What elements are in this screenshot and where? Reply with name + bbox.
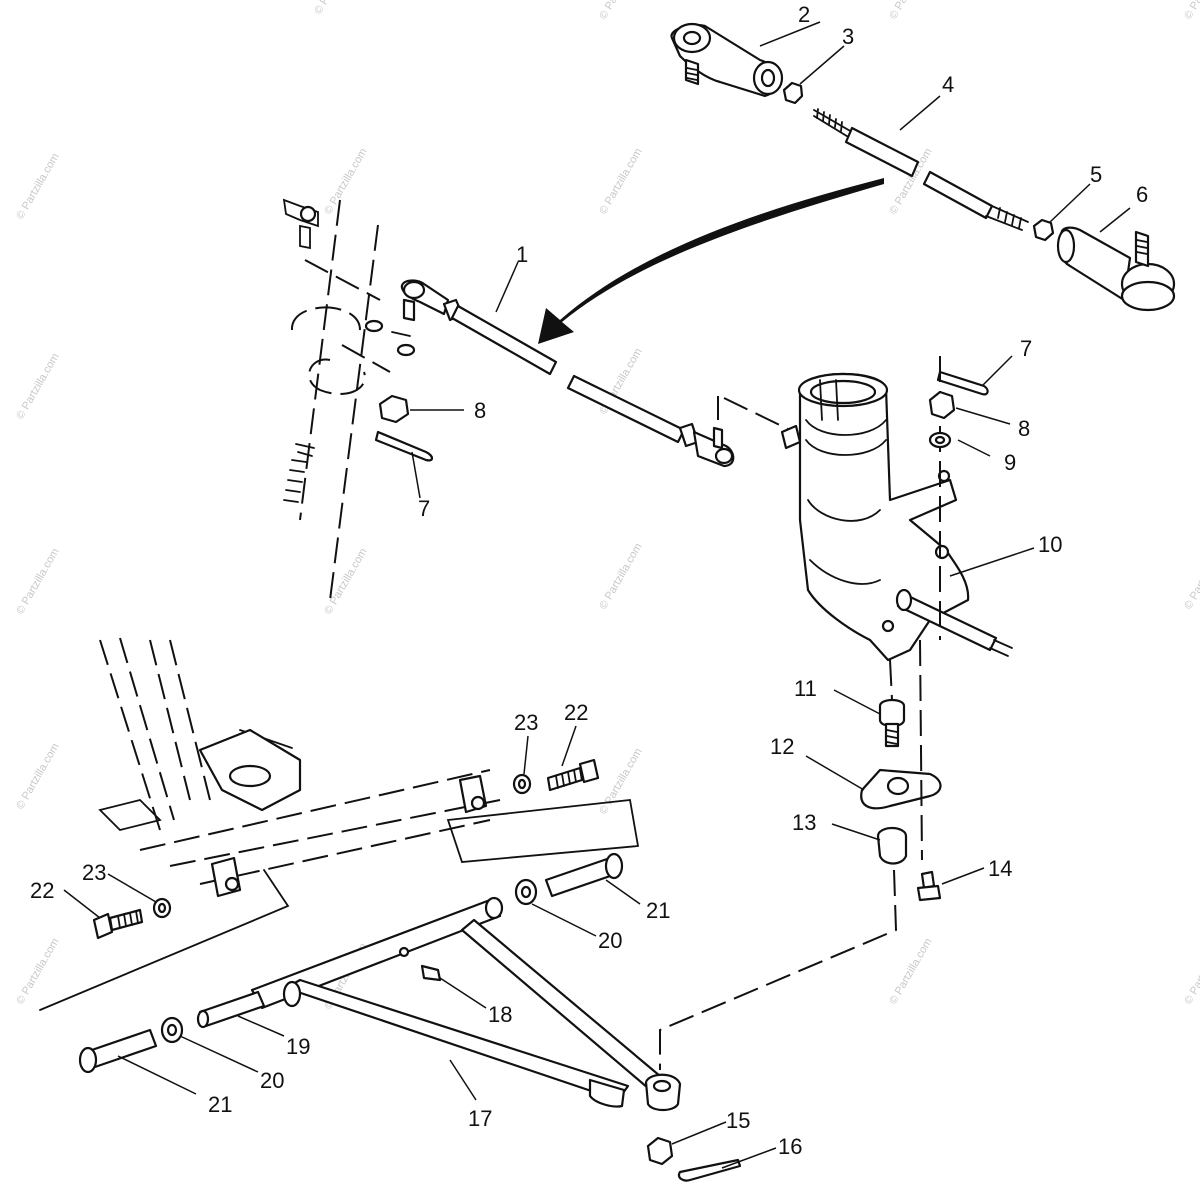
jam-nut-3 (782, 81, 804, 105)
spindle-10 (780, 372, 1013, 662)
callout-4: 4 (942, 72, 954, 97)
callout-21: 21 (208, 1092, 232, 1117)
tie-rod-assembly (538, 22, 1176, 344)
jam-nut-5 (1032, 218, 1055, 242)
washer-23-left (152, 897, 172, 919)
bolt-14 (916, 870, 942, 902)
castle-nut-15 (646, 1136, 674, 1166)
watermark-text: © Partzilla.com (1182, 0, 1200, 22)
cotter-pin-16 (677, 1158, 742, 1182)
washer-9-hole (934, 435, 946, 445)
guide-line (659, 869, 898, 1070)
callout-13: 13 (792, 810, 816, 835)
callout-23: 23 (514, 710, 538, 735)
watermark-text: © Partzilla.com (597, 541, 644, 611)
callout-23: 23 (82, 860, 106, 885)
rod-end-right (1056, 226, 1176, 312)
watermark-text: © Partzilla.com (597, 746, 644, 816)
callout-8: 8 (1018, 416, 1030, 441)
callout-1: 1 (516, 242, 528, 267)
watermark-text: © Partzilla.com (1182, 936, 1200, 1006)
watermark-text: © Partzilla.com (322, 146, 369, 216)
callout-17: 17 (468, 1106, 492, 1131)
callout-7: 7 (1020, 336, 1032, 361)
bushing-21-left (78, 1028, 158, 1074)
washer-23-right (512, 773, 532, 795)
rod-end-left (670, 22, 784, 98)
callout-18: 18 (488, 1002, 512, 1027)
bushing-13 (876, 826, 908, 865)
callout-12: 12 (770, 734, 794, 759)
callout-9: 9 (1004, 450, 1016, 475)
bushing-21-right (544, 852, 624, 898)
callout-20: 20 (260, 1068, 284, 1093)
watermark-text: © Partzilla.com (322, 546, 369, 616)
callout-5: 5 (1090, 162, 1102, 187)
watermark-text: © Partzilla.com (14, 351, 61, 421)
steering-post (282, 198, 791, 601)
frame-base (39, 637, 640, 1011)
callout-6: 6 (1136, 182, 1148, 207)
plate-12-hole (886, 776, 910, 796)
callout-15: 15 (726, 1108, 750, 1133)
grease-fitting-18 (398, 946, 442, 982)
callout-21: 21 (646, 898, 670, 923)
callout-19: 19 (286, 1034, 310, 1059)
callout-labels: 2 3 4 5 6 1 7 8 7 8 9 10 11 12 13 14 22 … (30, 2, 1148, 1159)
bolt-11 (878, 659, 906, 748)
leader-lines (63, 21, 1131, 1169)
watermark-text: © Partzilla.com (14, 546, 61, 616)
watermark-text: © Partzilla.com (597, 0, 644, 22)
watermark-text: © Partzilla.com (312, 0, 359, 17)
pivot-tube-19 (198, 990, 266, 1028)
callout-7: 7 (418, 496, 430, 521)
watermark-text: © Partzilla.com (887, 936, 934, 1006)
castle-nut-8 (378, 394, 410, 424)
callout-10: 10 (1038, 532, 1062, 557)
watermark-text: © Partzilla.com (1182, 541, 1200, 611)
bolt-22-left (92, 908, 144, 940)
tie-rod-4 (813, 108, 1029, 231)
callout-14: 14 (988, 856, 1012, 881)
cotter-pin-7-right (936, 370, 989, 396)
guide-line (919, 639, 923, 861)
watermark-text: © Partzilla.com (14, 741, 61, 811)
watermark-text: © Partzilla.com (14, 151, 61, 221)
pivot-tube-19-end (196, 1009, 210, 1029)
callout-3: 3 (842, 24, 854, 49)
callout-11: 11 (794, 676, 817, 701)
callout-22: 22 (564, 700, 588, 725)
a-arm-17 (250, 896, 682, 1112)
washer-20-left (160, 1016, 184, 1044)
callout-8: 8 (474, 398, 486, 423)
bolt-22-right (546, 758, 600, 792)
callout-20: 20 (598, 928, 622, 953)
watermark-text: © Partzilla.com (887, 0, 934, 22)
callout-16: 16 (778, 1134, 802, 1159)
watermark-text: © Partzilla.com (597, 146, 644, 216)
castle-nut-8-right (928, 390, 956, 420)
callout-22: 22 (30, 878, 54, 903)
tie-rod-1 (400, 279, 735, 468)
callout-2: 2 (798, 2, 810, 27)
watermark-text: © Partzilla.com (14, 936, 61, 1006)
direction-arrow (538, 178, 884, 344)
cotter-pin-7 (374, 430, 434, 462)
washer-20-right (514, 878, 538, 906)
